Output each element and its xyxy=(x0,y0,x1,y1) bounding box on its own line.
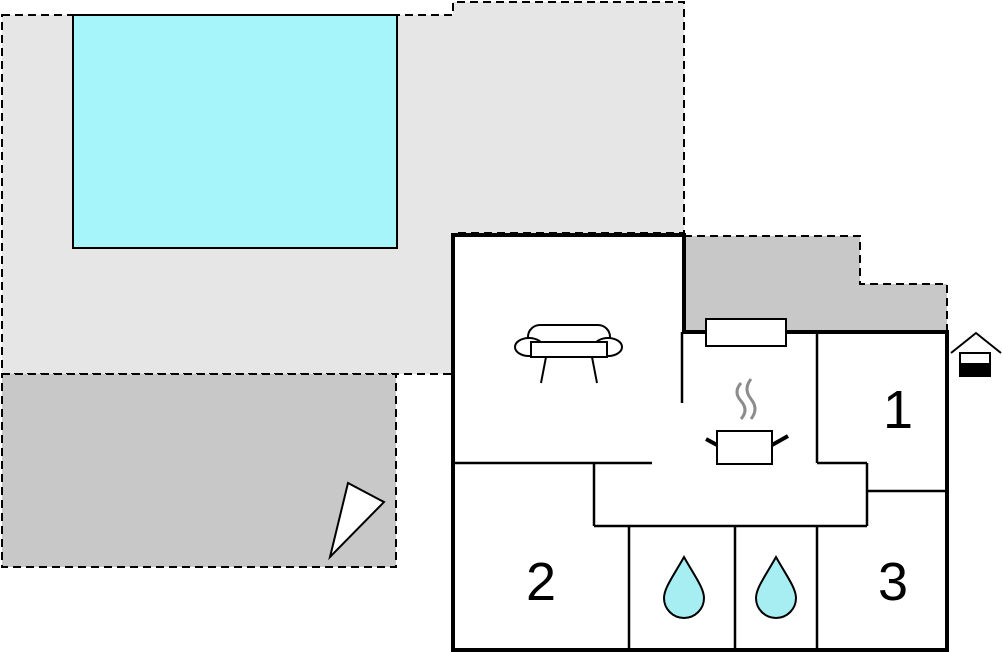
room-label-1: 1 xyxy=(883,380,913,440)
interior-walls xyxy=(455,332,945,648)
window xyxy=(705,318,787,347)
sofa-icon xyxy=(514,324,623,384)
room-label-3: 3 xyxy=(878,552,908,612)
house-entrance-icon xyxy=(950,331,1002,377)
swimming-pool xyxy=(72,14,398,249)
covered-terrace xyxy=(683,235,948,333)
parking-area xyxy=(1,373,397,568)
exterior-walls xyxy=(451,233,949,652)
water-drop-icon xyxy=(662,554,706,619)
room-label-2: 2 xyxy=(526,552,556,612)
water-drop-icon xyxy=(754,554,798,619)
cooking-pot-icon xyxy=(705,378,789,465)
parking-wedge-icon xyxy=(328,481,386,561)
